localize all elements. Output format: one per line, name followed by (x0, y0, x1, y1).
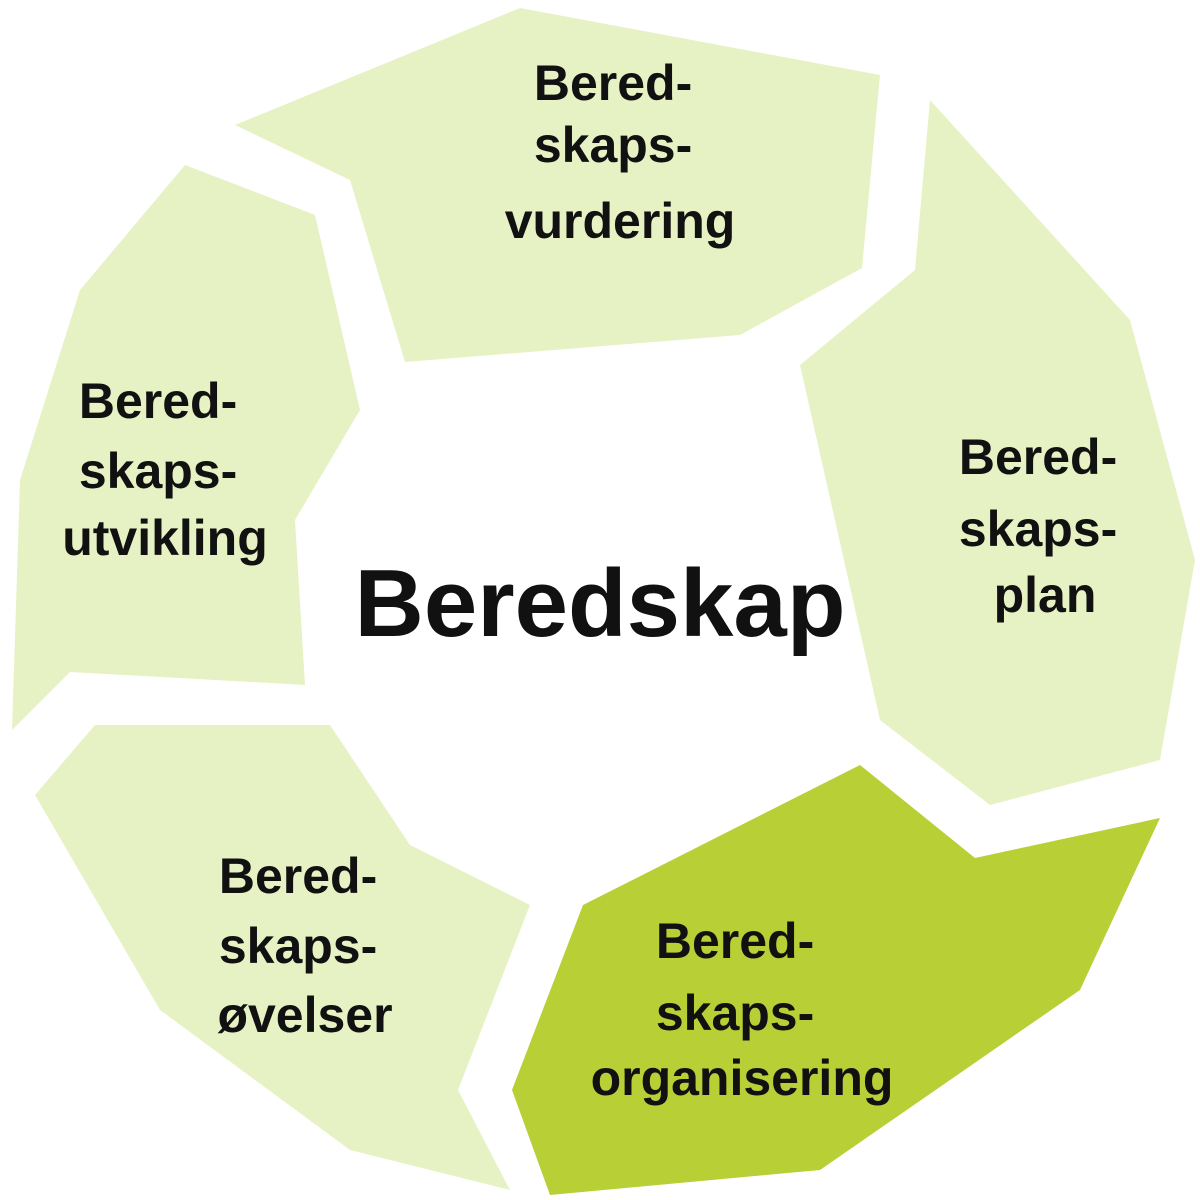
segment-plan-line-3: plan (994, 567, 1097, 623)
segment-ovelser-shape (35, 725, 530, 1190)
segment-utvikling-shape (12, 165, 360, 730)
segment-organisering-line-1: Bered- (656, 913, 814, 969)
segment-plan[interactable]: Bered- skaps- plan (800, 100, 1195, 805)
segment-plan-line-1: Bered- (959, 429, 1117, 485)
segment-vurdering-line-3: vurdering (505, 193, 736, 249)
segment-vurdering-line-1: Bered- (534, 55, 692, 111)
segment-plan-shape (800, 100, 1195, 805)
segment-organisering[interactable]: Bered- skaps- organisering (512, 765, 1160, 1195)
svg-text:Bered- skaps- utvi: Bered- skaps- utvikling (62, 373, 268, 566)
segment-utvikling-line-2: skaps- (79, 443, 237, 499)
segment-vurdering-line-2: skaps- (534, 117, 692, 173)
segment-plan-line-2: skaps- (959, 501, 1117, 557)
segment-utvikling-line-1: Bered- (79, 373, 237, 429)
segment-utvikling-line-3: utvikling (62, 510, 268, 566)
segment-organisering-shape (512, 765, 1160, 1195)
svg-text:Bered- skaps- plan: Bered- skaps- plan (959, 429, 1131, 623)
segment-ovelser-line-1: Bered- (219, 848, 377, 904)
segment-organisering-line-3: organisering (591, 1050, 894, 1106)
svg-text:Bered- skaps- vurd: Bered- skaps- vurdering (505, 55, 736, 249)
segment-utvikling[interactable]: Bered- skaps- utvikling (12, 165, 360, 730)
segment-organisering-line-2: skaps- (656, 985, 814, 1041)
segment-ovelser[interactable]: Bered- skaps- øvelser (35, 725, 530, 1190)
segment-ovelser-line-3: øvelser (217, 987, 392, 1043)
segment-vurdering[interactable]: Bered- skaps- vurdering (235, 8, 880, 362)
segment-ovelser-line-2: skaps- (219, 918, 377, 974)
svg-text:Bered- skaps- orga: Bered- skaps- organisering (591, 913, 894, 1106)
segment-vurdering-shape (235, 8, 880, 362)
center-label: Beredskap (355, 550, 846, 657)
svg-text:Bered- skaps- øvel: Bered- skaps- øvelser (217, 848, 392, 1043)
